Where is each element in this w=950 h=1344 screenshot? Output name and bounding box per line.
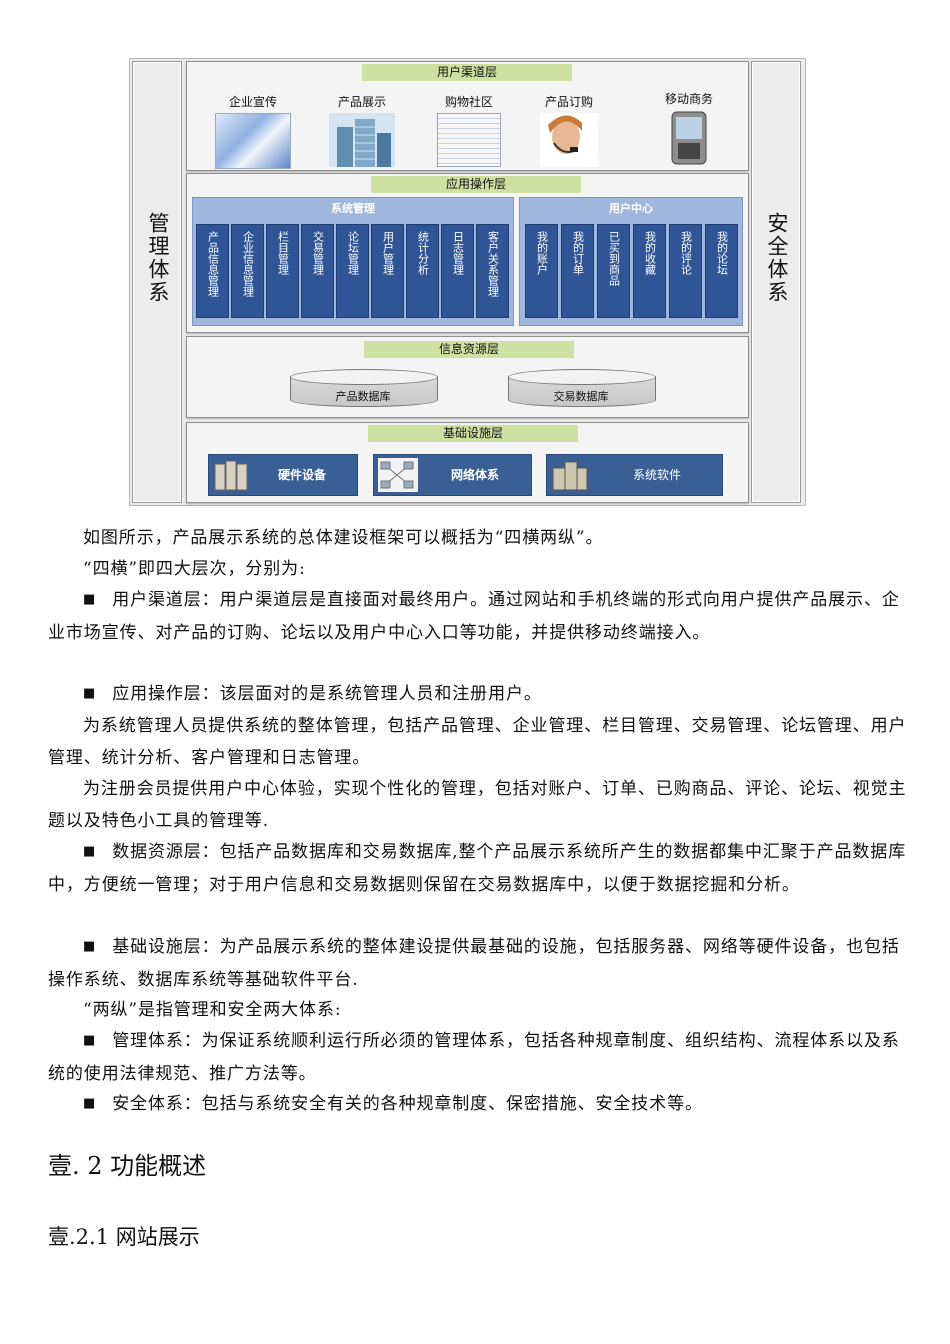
module-label: 我的订单 [571, 231, 585, 275]
module-column: 我的账户 [525, 224, 558, 318]
module-label: 论坛管理 [346, 231, 360, 275]
paragraph: 如图所示，产品展示系统的总体建设框架可以概括为“四横两纵”。 [83, 528, 604, 548]
module-column: 我的评论 [669, 224, 702, 318]
pillar-label: 管理体系 [146, 212, 170, 304]
system-software-block: 系统软件 [546, 454, 723, 496]
channel-label: 企业宣传 [228, 95, 277, 109]
system-management-group: 系统管理 产品信息管理 企业信息管理 栏目管理 交易管理 论坛管理 用户管理 统… [192, 197, 514, 326]
building-photo-icon [329, 113, 395, 167]
module-column: 我的订单 [561, 224, 594, 318]
channel-label: 产品订购 [544, 95, 593, 109]
layer-title: 应用操作层 [371, 176, 581, 193]
bullet-paragraph: 管理体系：为保证系统顺利运行所必须的管理体系，包括各种规章制度、组织结构、流程体… [48, 1026, 908, 1090]
infra-label: 网络体系 [450, 468, 499, 482]
paragraph-text: 管理体系：为保证系统顺利运行所必须的管理体系，包括各种规章制度、组织结构、流程体… [48, 1031, 900, 1084]
information-resource-layer: 信息资源层 [186, 336, 749, 418]
module-label: 产品信息管理 [206, 231, 220, 297]
network-block: 网络体系 [373, 454, 532, 496]
module-label: 我的账户 [535, 231, 549, 275]
paragraph-text: 数据资源层：包括产品数据库和交易数据库,整个产品展示系统所产生的数据都集中汇聚于… [48, 842, 907, 895]
module-column: 我的收藏 [633, 224, 666, 318]
paragraph: “四横”即四大层次，分别为: [83, 559, 306, 579]
user-channel-layer: 用户渠道层 企业宣传 产品展示 [186, 61, 749, 171]
paragraph: 为注册会员提供用户中心体验，实现个性化的管理，包括对账户、订单、已购商品、评论、… [48, 779, 907, 831]
paragraph-text: 基础设施层：为产品展示系统的整体建设提供最基础的设施，包括服务器、网络等硬件设备… [48, 937, 900, 990]
webpage-screenshot-icon [437, 113, 501, 167]
module-column: 交易管理 [301, 224, 334, 318]
paragraph: “两纵”是指管理和安全两大体系: [83, 1000, 342, 1020]
module-label: 用户管理 [381, 231, 395, 275]
module-label: 我的论坛 [715, 231, 729, 275]
channel-label: 购物社区 [444, 95, 493, 109]
group-title: 用户中心 [609, 202, 653, 215]
database-cylinder-top [290, 369, 438, 385]
module-label: 日志管理 [451, 231, 465, 275]
layer-title: 基础设施层 [368, 425, 578, 442]
module-column: 栏目管理 [266, 224, 299, 318]
server-stack-icon [551, 458, 589, 492]
paragraph-text: 应用操作层：该层面对的是系统管理人员和注册用户。 [112, 684, 542, 704]
channel-label: 产品展示 [337, 95, 386, 109]
module-label: 我的评论 [679, 231, 693, 275]
channel-item: 产品展示 [319, 95, 405, 167]
user-center-group: 用户中心 我的账户 我的订单 已买到商品 我的收藏 我的评论 我的论坛 [519, 197, 743, 326]
network-topology-icon [378, 458, 418, 492]
module-column: 已买到商品 [597, 224, 630, 318]
management-system-pillar: 管理体系 [132, 61, 182, 503]
infra-label: 系统软件 [632, 468, 681, 482]
subsection-heading: 壹.2.1 网站展示 [48, 1225, 200, 1249]
hardware-block: 硬件设备 [208, 454, 358, 496]
module-label: 交易管理 [311, 231, 325, 275]
channel-label: 移动商务 [664, 92, 713, 106]
module-column: 我的论坛 [705, 224, 738, 318]
server-rack-icon [213, 458, 251, 492]
product-database: 产品数据库 [290, 369, 438, 409]
infra-label: 硬件设备 [277, 468, 326, 482]
module-label: 客户关系管理 [486, 231, 500, 297]
channel-item: 移动商务 [646, 92, 732, 166]
channel-item: 企业宣传 [210, 95, 296, 169]
pillar-label: 安全体系 [765, 212, 789, 304]
transaction-database: 交易数据库 [508, 369, 656, 409]
security-system-pillar: 安全体系 [751, 61, 801, 503]
database-cylinder-top [508, 369, 656, 385]
paragraph: 为系统管理人员提供系统的整体管理，包括产品管理、企业管理、栏目管理、交易管理、论… [48, 716, 907, 768]
module-column: 论坛管理 [336, 224, 369, 318]
bullet-paragraph: 用户渠道层：用户渠道层是直接面对最终用户。通过网站和手机终端的形式向用户提供产品… [48, 585, 908, 649]
layer-title: 信息资源层 [364, 341, 574, 358]
group-title: 系统管理 [331, 202, 375, 215]
bullet-paragraph: 数据资源层：包括产品数据库和交易数据库,整个产品展示系统所产生的数据都集中汇聚于… [48, 837, 908, 901]
module-column: 客户关系管理 [476, 224, 509, 318]
headset-operator-icon [540, 113, 598, 167]
module-column: 用户管理 [371, 224, 404, 318]
module-label: 企业信息管理 [241, 231, 255, 297]
mobile-phone-icon [670, 110, 708, 166]
bullet-paragraph: 基础设施层：为产品展示系统的整体建设提供最基础的设施，包括服务器、网络等硬件设备… [48, 932, 908, 996]
paragraph-text: 用户渠道层：用户渠道层是直接面对最终用户。通过网站和手机终端的形式向用户提供产品… [48, 590, 900, 643]
module-label: 已买到商品 [607, 231, 621, 286]
module-label: 统计分析 [416, 231, 430, 275]
module-column: 企业信息管理 [231, 224, 264, 318]
module-label: 栏目管理 [276, 231, 290, 275]
module-column: 日志管理 [441, 224, 474, 318]
bullet-paragraph: 安全体系：包括与系统安全有关的各种规章制度、保密措施、安全技术等。 [48, 1089, 908, 1122]
database-label: 交易数据库 [553, 390, 609, 403]
module-column: 统计分析 [406, 224, 439, 318]
database-label: 产品数据库 [335, 390, 391, 403]
module-column: 产品信息管理 [196, 224, 229, 318]
module-label: 我的收藏 [643, 231, 657, 275]
layer-title: 用户渠道层 [362, 64, 572, 81]
website-screenshot-icon [215, 113, 291, 169]
paragraph-text: 安全体系：包括与系统安全有关的各种规章制度、保密措施、安全技术等。 [112, 1094, 703, 1114]
channel-item: 购物社区 [426, 95, 512, 167]
channel-item: 产品订购 [526, 95, 612, 167]
section-heading: 壹. 2 功能概述 [48, 1152, 207, 1180]
architecture-diagram: 管理体系 安全体系 用户渠道层 企业宣传 产品展示 [129, 58, 806, 506]
bullet-paragraph: 应用操作层：该层面对的是系统管理人员和注册用户。 [48, 679, 908, 712]
